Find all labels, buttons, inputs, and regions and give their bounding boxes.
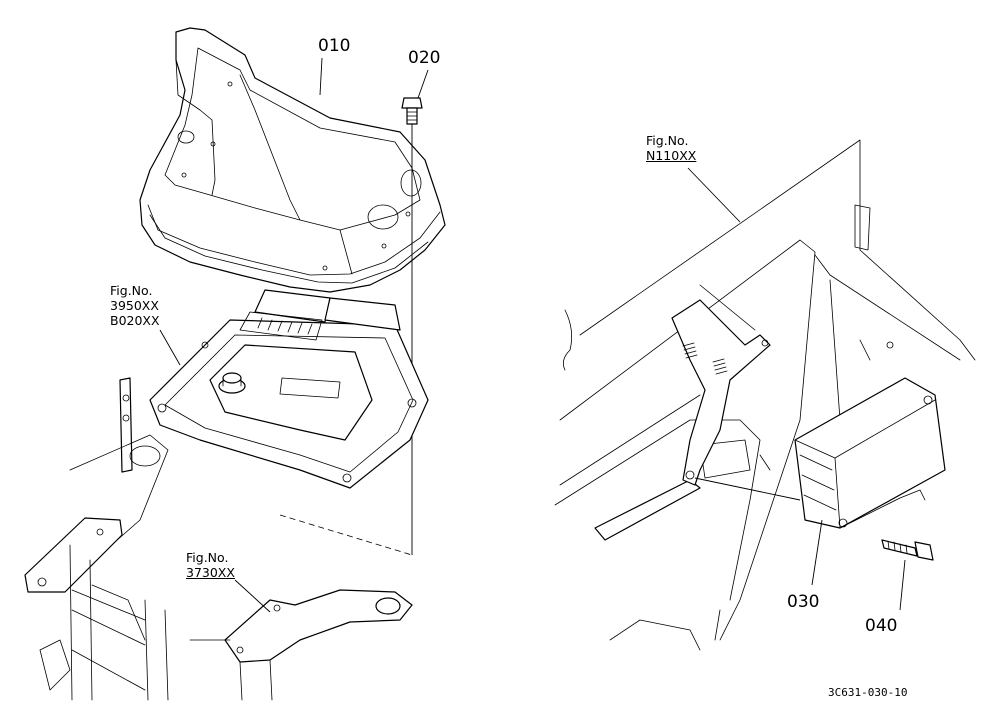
- leader-fig-3730: [234, 579, 271, 613]
- callout-010: 010: [318, 36, 351, 56]
- callout-040: 040: [865, 616, 898, 636]
- leader-010: [319, 57, 323, 96]
- spring-left: [682, 342, 698, 359]
- fig-ref-line: 3730XX: [186, 565, 235, 580]
- callout-020: 020: [408, 48, 441, 68]
- leader-020: [417, 69, 429, 99]
- spring-right: [712, 358, 728, 375]
- bolt-020: [401, 97, 423, 125]
- cabin-panel: [554, 139, 976, 651]
- fig-ref-3730: Fig.No. 3730XX: [186, 550, 235, 580]
- ecu-cover-010: [139, 27, 446, 293]
- leader-fig-n110: [687, 167, 741, 223]
- leader-030: [811, 519, 823, 586]
- fig-ref-heading: Fig.No.: [186, 550, 229, 565]
- ecu-unit: [149, 289, 429, 489]
- fig-ref-3950: Fig.No. 3950XX B020XX: [110, 283, 160, 328]
- leader-fig-3950: [159, 329, 181, 366]
- drawing-id: 3C631-030-10: [828, 686, 908, 699]
- fig-ref-line: B020XX: [110, 313, 160, 328]
- fig-ref-line: N110XX: [646, 148, 697, 163]
- fig-ref-line: 3950XX: [110, 298, 159, 313]
- fig-ref-heading: Fig.No.: [110, 283, 153, 298]
- lower-frame: [24, 377, 413, 701]
- callout-030: 030: [787, 592, 820, 612]
- assembly-line-030: [694, 477, 801, 501]
- fig-ref-heading: Fig.No.: [646, 133, 689, 148]
- bolt-040: [881, 539, 934, 561]
- fig-ref-n110: Fig.No. N110XX: [646, 133, 696, 163]
- leader-040: [899, 559, 906, 611]
- control-box-030: [794, 377, 946, 529]
